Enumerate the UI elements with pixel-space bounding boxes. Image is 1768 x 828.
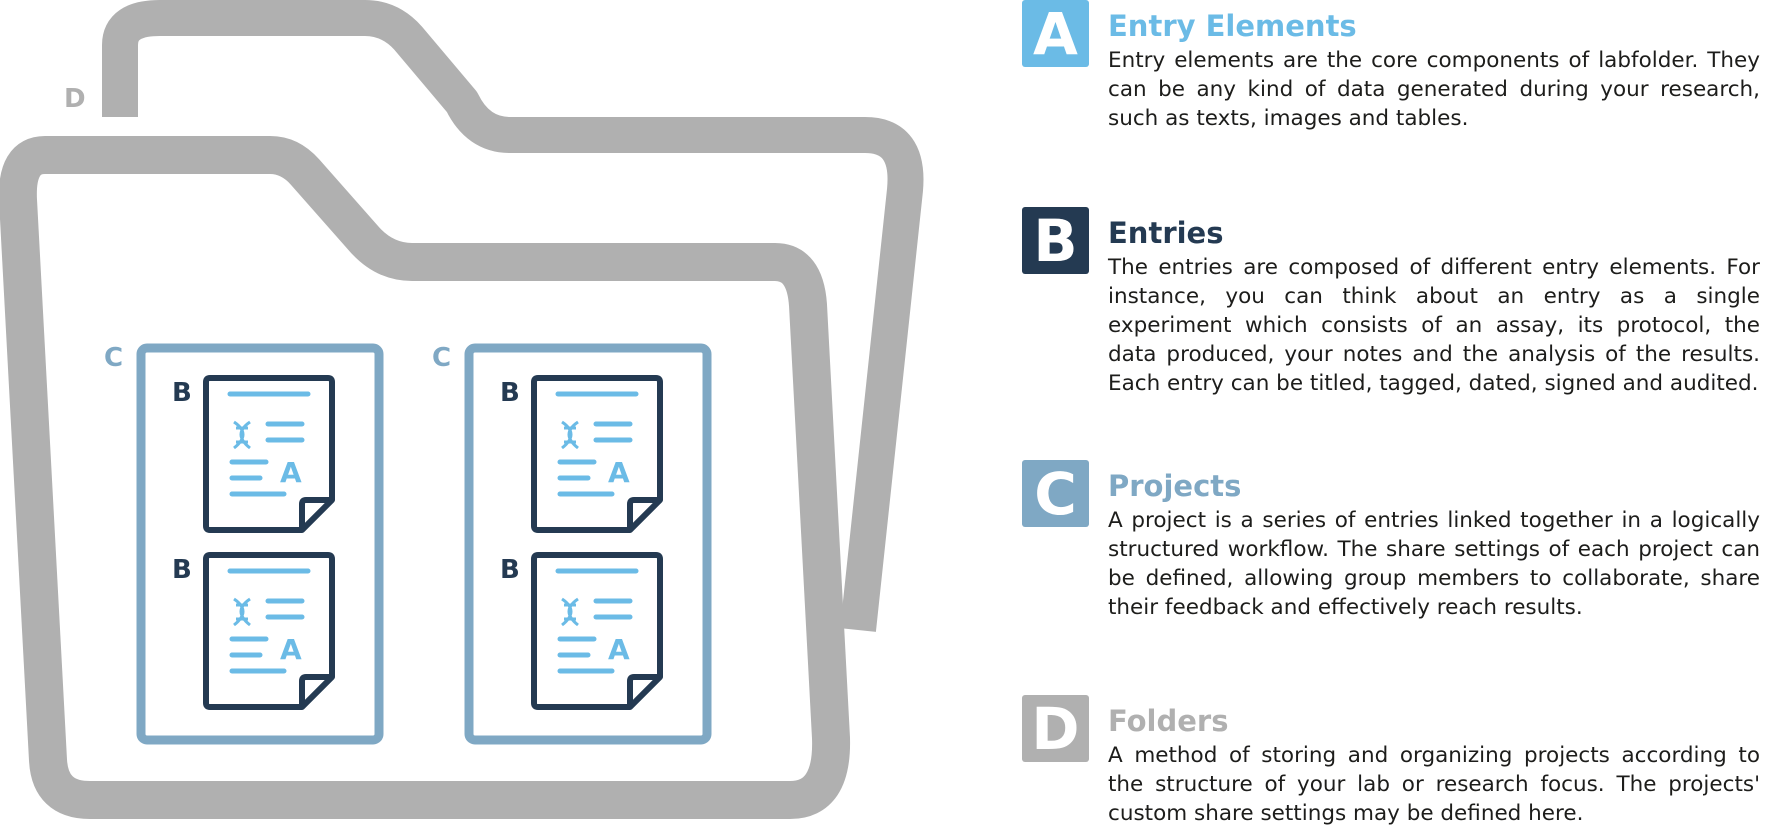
element-label: A: [608, 633, 630, 666]
entry-document: A: [531, 552, 663, 710]
folder-back-panel: [102, 0, 924, 632]
entry-document: A: [203, 375, 335, 533]
project-label: C: [104, 343, 123, 373]
folder-diagram: D C A B A B C: [0, 0, 924, 819]
legend-badge-a: A: [1022, 0, 1089, 67]
legend-title: Projects: [1108, 469, 1242, 503]
dna-icon: [561, 597, 579, 627]
entry-label: B: [500, 378, 520, 408]
entry-document: A: [203, 552, 335, 710]
entry-label: B: [172, 555, 192, 585]
project-label: C: [432, 343, 451, 373]
element-label: A: [280, 456, 302, 489]
element-label: A: [280, 633, 302, 666]
entry-document: A: [531, 375, 663, 533]
element-label: A: [608, 456, 630, 489]
legend-description: The entries are composed of different en…: [1108, 255, 1760, 396]
legend-badge-b: B: [1022, 207, 1089, 274]
dna-icon: [561, 420, 579, 450]
dna-icon: [233, 597, 251, 627]
legend-description: A project is a series of entries linked …: [1108, 508, 1760, 620]
legend-title: Folders: [1108, 704, 1229, 738]
legend-badge-d: D: [1022, 695, 1089, 762]
entry-label: B: [500, 555, 520, 585]
dna-icon: [233, 420, 251, 450]
legend-description: Entry elements are the core components o…: [1108, 48, 1760, 131]
entry-label: B: [172, 378, 192, 408]
legend-description: A method of storing and organizing proje…: [1108, 743, 1760, 826]
legend-title: Entries: [1108, 216, 1224, 250]
legend-badge-c: C: [1022, 460, 1089, 527]
legend-title: Entry Elements: [1108, 9, 1357, 43]
folder-label: D: [64, 84, 86, 114]
